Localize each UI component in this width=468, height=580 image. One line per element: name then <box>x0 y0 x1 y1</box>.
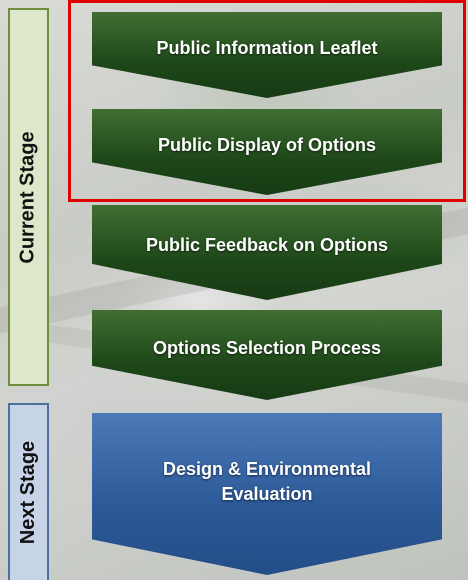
step-label: Options Selection Process <box>152 337 382 358</box>
step-label: Public Feedback on Options <box>145 235 389 255</box>
current-stage-label: Current Stage <box>8 8 49 386</box>
step-label: Design & Environmental Evaluation <box>162 458 372 504</box>
step-label: Public Information Leaflet <box>156 37 378 58</box>
next-stage-label: Next Stage <box>8 403 49 580</box>
step-label: Public Display of Options <box>157 134 377 155</box>
next-stage-text: Next Stage <box>17 440 39 545</box>
current-stage-text: Current Stage <box>17 130 39 264</box>
current-step-highlight <box>68 0 466 202</box>
step-design-environmental-evaluation: Design & Environmental Evaluation <box>92 413 442 575</box>
